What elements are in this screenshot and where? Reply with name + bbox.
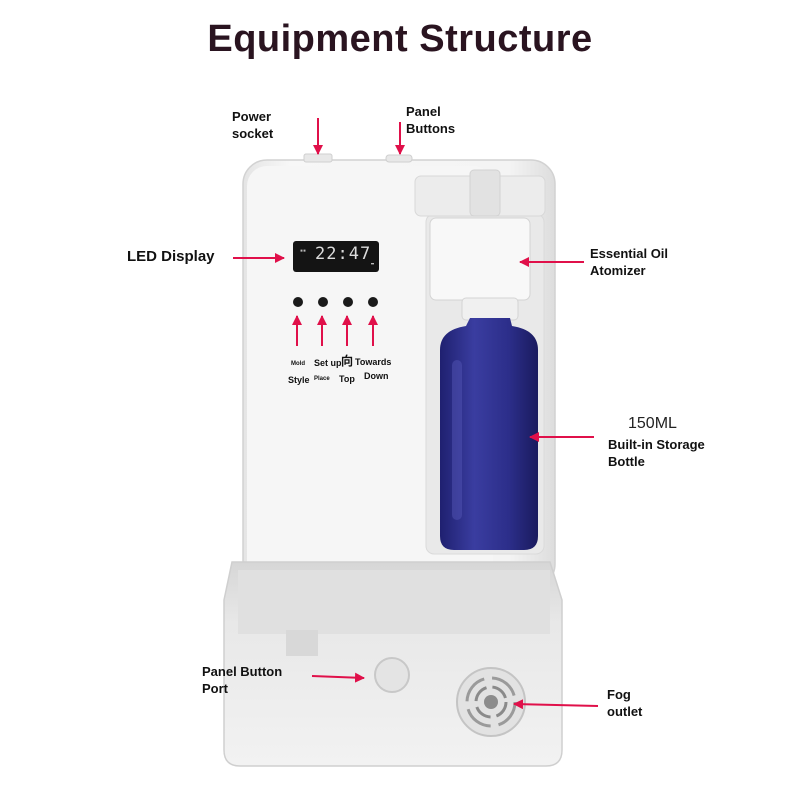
bottle-highlight bbox=[452, 360, 462, 520]
label-capacity: 150ML bbox=[628, 415, 677, 432]
button-set-up bbox=[318, 297, 328, 307]
bay-slot bbox=[469, 169, 501, 217]
label-led-display: LED Display bbox=[127, 248, 215, 265]
power-socket bbox=[303, 153, 333, 163]
panel-buttons-nub bbox=[385, 154, 413, 163]
led-time: 22:47 bbox=[315, 244, 372, 264]
button-top bbox=[343, 297, 353, 307]
fog-outlet-vent bbox=[456, 667, 526, 737]
button-label-towards: Towards bbox=[355, 357, 392, 367]
led-display: ▪▪ 22:47 ▬ bbox=[293, 241, 379, 272]
button-label-top: Top bbox=[339, 374, 355, 384]
button-label-style: Style bbox=[288, 375, 310, 385]
led-indicator-icon: ▪▪ bbox=[300, 248, 307, 254]
arrow-fog-outlet bbox=[513, 699, 599, 710]
button-down bbox=[368, 297, 378, 307]
button-label-set-up: Set up bbox=[314, 358, 342, 368]
button-label-mold: Mold bbox=[291, 361, 305, 367]
atomizer bbox=[429, 217, 531, 301]
button-label-xiang: 向 bbox=[341, 354, 354, 368]
led-indicator-icon-right: ▬ bbox=[370, 261, 374, 267]
page-title: Equipment Structure bbox=[207, 18, 593, 60]
tray-notch bbox=[286, 630, 318, 656]
atomizer-neck bbox=[461, 297, 519, 321]
button-label-down: Down bbox=[364, 371, 389, 381]
button-label-place: Place bbox=[314, 376, 330, 382]
storage-bottle bbox=[440, 318, 538, 550]
panel-button-port bbox=[374, 657, 410, 693]
tray-inner bbox=[238, 570, 550, 634]
button-mold-style bbox=[293, 297, 303, 307]
arrow-button-port bbox=[311, 672, 365, 683]
